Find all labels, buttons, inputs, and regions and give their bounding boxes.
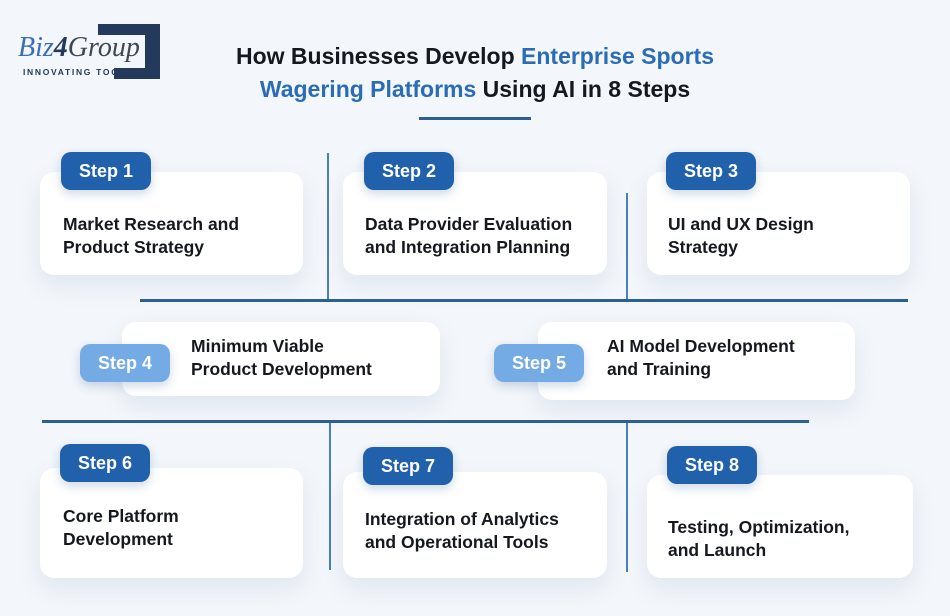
title-part2: Using AI in 8 Steps — [476, 75, 691, 102]
step-4-card — [122, 322, 440, 396]
step-6-badge: Step 6 — [60, 444, 151, 482]
logo-word-biz: Biz — [18, 32, 54, 63]
biz4group-logo: Biz4Group INNOVATING TOGETHER — [18, 20, 178, 86]
step-7-card — [343, 472, 607, 578]
step-1-title: Market Research and Product Strategy — [63, 214, 240, 258]
connector-line-row1-a — [327, 153, 329, 300]
step-5-card — [538, 322, 855, 400]
step-4-title: Minimum Viable Product Development — [191, 336, 372, 380]
step-2-badge: Step 2 — [364, 152, 455, 190]
logo-word-four: 4 — [53, 32, 68, 63]
title-underline — [419, 117, 531, 120]
logo-tagline: INNOVATING TOGETHER — [23, 67, 157, 77]
step-5-title: AI Model Development and Training — [607, 336, 795, 380]
step-7-badge: Step 7 — [363, 447, 454, 485]
connector-line-row1-b — [626, 193, 628, 300]
step-8-title: Testing, Optimization, and Launch — [668, 517, 850, 561]
connector-line-horizontal-1 — [140, 299, 908, 302]
step-1-badge: Step 1 — [61, 152, 152, 190]
connector-line-horizontal-2 — [42, 420, 809, 423]
step-6-title: Core Platform Development — [63, 506, 179, 550]
step-4-badge: Step 4 — [80, 344, 171, 382]
page-title: How Businesses Develop Enterprise Sports… — [225, 40, 725, 105]
step-2-title: Data Provider Evaluation and Integration… — [365, 214, 573, 258]
logo-bracket-foot — [114, 68, 160, 79]
step-8-badge: Step 8 — [667, 446, 758, 484]
step-8-card — [647, 475, 913, 578]
logo-bracket-icon — [98, 24, 160, 79]
logo-word-group: Group — [67, 32, 140, 63]
title-part1: How Businesses Develop — [235, 43, 522, 69]
step-7-title: Integration of Analytics and Operational… — [365, 509, 559, 553]
step-3-badge: Step 3 — [666, 152, 757, 190]
connector-line-row3-b — [626, 422, 628, 572]
step-5-badge: Step 5 — [494, 344, 585, 382]
connector-line-row3-a — [329, 422, 331, 570]
logo-wordmark: Biz4Group — [18, 34, 140, 62]
step-6-card — [40, 468, 303, 578]
step-3-title: UI and UX Design Strategy — [668, 214, 814, 258]
title-highlight: Enterprise Sports Wagering Platforms — [259, 43, 715, 102]
